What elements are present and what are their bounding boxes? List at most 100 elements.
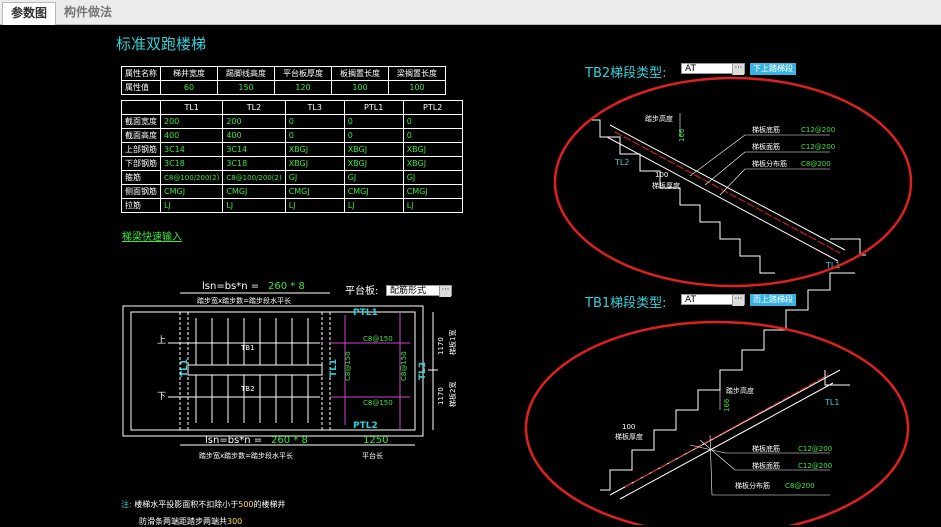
tb1-bottom-rebar-label: 梯板底筋 xyxy=(752,444,780,453)
tab-components[interactable]: 构件做法 xyxy=(64,5,113,19)
platform-select-value: 配筋形式 xyxy=(390,286,427,296)
tb2-dist-rebar-label: 梯板分布筋 xyxy=(752,159,787,168)
plan-ptl2: PTL2 xyxy=(353,421,378,431)
plan-tl1-mid: TL1 xyxy=(329,359,339,377)
beam-table: TL1 TL2 TL3 PTL1 PTL2 截面宽度 200 200 0 0 0… xyxy=(121,100,463,213)
tb2-top-rebar-label: 梯板面筋 xyxy=(752,142,780,151)
prop-value[interactable]: 60 xyxy=(160,80,218,95)
ellipsis-icon[interactable]: ··· xyxy=(732,295,744,306)
tb1-dist-rebar-label: 梯板分布筋 xyxy=(735,481,770,490)
plan-tb2-text: TB2 xyxy=(240,385,255,393)
tb1-top-rebar-value: C12@200 xyxy=(798,462,832,470)
ellipsis-icon[interactable]: ··· xyxy=(439,286,451,297)
tb2-highlight-ellipse xyxy=(553,76,913,288)
beam-cell[interactable]: LJ xyxy=(222,198,286,213)
note-text: 楼梯水平投影面积不扣除小于 xyxy=(134,500,239,509)
note-text: 防滑条两端距踏步两端共 xyxy=(139,517,227,526)
beam-cell[interactable]: LJ xyxy=(284,198,345,213)
plan-steps-lower xyxy=(195,375,309,423)
platform-rebar-a: C8@150 xyxy=(363,335,393,343)
note-value: 300 xyxy=(227,517,243,526)
plan-bottom-formula: lsn=bs*n = xyxy=(205,435,262,446)
plan-view xyxy=(122,292,438,446)
tb1-step-height-value: 166 xyxy=(723,398,731,412)
tb2-thickness-value: 100 xyxy=(655,171,668,179)
tb2-type-value: AT xyxy=(685,64,696,74)
prop-value[interactable]: 100 xyxy=(388,80,446,95)
tb1-thickness-label: 梯板厚度 xyxy=(615,432,643,441)
plan-inner-wall xyxy=(130,311,416,431)
platform-rebar-b: C8@150 xyxy=(363,399,393,407)
page-title: 标准双跑楼梯 xyxy=(116,35,207,53)
tb1-dist-rebar-value: C8@200 xyxy=(785,482,815,490)
beam-cell[interactable]: LJ xyxy=(159,198,224,213)
prop-row-label: 属性值 xyxy=(121,80,161,95)
plan-ptl1: PTL1 xyxy=(353,308,378,318)
tb2-top-rebar-value: C12@200 xyxy=(801,143,835,151)
tb2-step-height-label: 踏步高度 xyxy=(645,114,673,123)
tb1-rebar-line xyxy=(624,374,829,488)
tb2-thickness-label: 梯板厚度 xyxy=(652,181,680,190)
drawing-svg: lsn=bs*n = 260 * 8 踏步宽x踏步数=踏步段水平长 lsn=bs… xyxy=(122,76,913,525)
plan-outer-wall xyxy=(122,305,424,437)
plan-top-formula: lsn=bs*n = xyxy=(202,281,259,292)
width1-label: 梯板1宽 xyxy=(448,330,457,355)
tb2-bottom-rebar-label: 梯板底筋 xyxy=(752,125,780,134)
plan-tb1-text: TB1 xyxy=(240,344,255,352)
platform-length: 1250 xyxy=(363,435,388,446)
tb1-top-rebar-label: 梯板面筋 xyxy=(752,461,780,470)
tb1-steps xyxy=(600,272,855,491)
platform-select[interactable]: 配筋形式 ··· xyxy=(386,285,452,297)
tb2-steps xyxy=(592,119,775,274)
platform-label: 平台板: xyxy=(345,284,378,297)
platform-rebar-c: C8@150 xyxy=(344,351,352,381)
tb2-type-label: TB2梯段类型: xyxy=(585,66,667,81)
tb1-type-value: AT xyxy=(685,295,696,305)
tb2-bottom-rebar-value: C12@200 xyxy=(801,126,835,134)
plan-down-text: 下 xyxy=(157,392,166,402)
plan-top-caption: 踏步宽x踏步数=踏步段水平长 xyxy=(197,296,291,305)
drawing-canvas: 标准双跑楼梯 属性名称 梯井宽度 踢脚线高度 平台板厚度 板搁置长度 梁搁置长度… xyxy=(0,25,941,527)
plan-tl2-right: TL2 xyxy=(418,362,428,380)
tb1-slab-bottom2 xyxy=(619,382,834,500)
tb1-thickness-value: 100 xyxy=(622,423,635,431)
tab-params[interactable]: 参数图 xyxy=(2,2,57,25)
plan-stairwell xyxy=(187,364,323,376)
note-text: 的楼梯井 xyxy=(253,500,286,509)
tb2-tl2: TL2 xyxy=(614,158,629,167)
tb1-highlight-ellipse xyxy=(524,320,910,525)
tb2-stair-button[interactable]: 下上踏梯段 xyxy=(750,63,796,75)
note-line-1: 注: 楼梯水平投影面积不扣除小于500的楼梯井 xyxy=(121,499,286,510)
plan-up-text: 上 xyxy=(157,335,166,346)
plan-bottom-value: 260 * 8 xyxy=(271,435,308,446)
tb2-tl1: TL1 xyxy=(825,261,840,270)
property-table: 属性名称 梯井宽度 踢脚线高度 平台板厚度 板搁置长度 梁搁置长度 属性值 60… xyxy=(121,66,446,95)
tb1-stair-button[interactable]: 而上踏梯段 xyxy=(750,294,796,306)
plan-steps-upper xyxy=(195,318,309,365)
platform-caption: 平台长 xyxy=(362,451,383,460)
plan-bottom-caption: 踏步宽x踏步数=踏步段水平长 xyxy=(199,451,293,460)
tb1-bottom-rebar-value: C12@200 xyxy=(798,445,832,453)
note-line-2: 防滑条两端距踏步两端共300 xyxy=(139,516,242,527)
note-prefix: 注: xyxy=(121,500,132,509)
tb2-rebar-line xyxy=(614,131,841,254)
platform-rebar-d: C8@150 xyxy=(400,351,408,381)
tb1-step-height-label: 踏步高度 xyxy=(726,386,754,395)
tb2-type-select[interactable]: AT ··· xyxy=(681,63,745,75)
tab-bar: 参数图 构件做法 xyxy=(0,0,941,25)
beam-cell[interactable]: LJ xyxy=(402,198,463,213)
tb2-bottom-beam xyxy=(830,238,866,256)
ellipsis-icon[interactable]: ··· xyxy=(732,64,744,75)
dim-top-value: 1170 xyxy=(437,337,445,355)
tb2-step-height-value: 166 xyxy=(678,128,686,142)
tb1-type-select[interactable]: AT ··· xyxy=(681,294,745,306)
tb2-leaders xyxy=(679,113,830,196)
tb2-slab-bottom xyxy=(606,136,839,262)
tb1-tl1: TL1 xyxy=(824,398,839,407)
tb1-type-label: TB1梯段类型: xyxy=(585,296,667,311)
tb1-top-beam xyxy=(824,370,850,386)
tb1-leaders xyxy=(689,383,830,496)
width2-label: 梯板2宽 xyxy=(448,382,457,407)
dim-bottom-value: 1170 xyxy=(437,387,445,405)
quick-input-link[interactable]: 梯梁快速输入 xyxy=(122,232,182,243)
